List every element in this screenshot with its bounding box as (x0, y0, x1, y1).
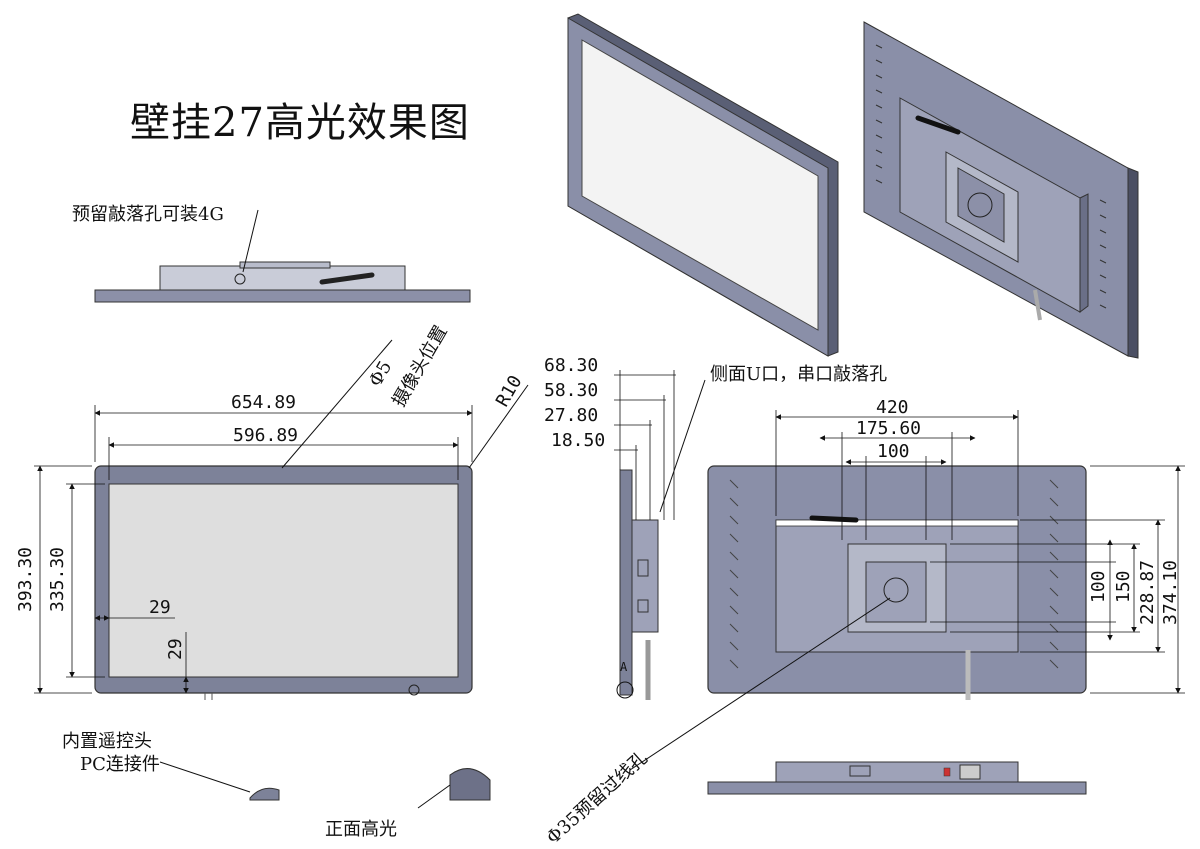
side-detail-marker: A (620, 660, 628, 674)
front-bottom-margin-label: 29 (165, 638, 186, 660)
back-width-175: 175.60 (856, 418, 922, 439)
iso-back-view (863, 21, 1139, 359)
back-height-228: 228.87 (1137, 559, 1158, 625)
pc-connector-note: PC连接件 (80, 754, 160, 775)
front-gloss-note: 正面高光 (325, 819, 397, 840)
pc-connector-part (249, 787, 280, 801)
front-gloss-part (417, 768, 491, 809)
back-height-100: 100 (1088, 570, 1109, 603)
front-inner-height-label: 335.30 (47, 546, 68, 612)
back-width-420: 420 (876, 397, 909, 418)
side-dim-58: 58.30 (544, 380, 599, 401)
top-view (94, 209, 471, 303)
iso-front-view (567, 13, 839, 357)
back-height-374: 374.10 (1160, 559, 1181, 625)
side-ports-note: 侧面U口，串口敲落孔 (710, 364, 888, 385)
front-side-margin-label: 29 (149, 597, 171, 618)
back-view (629, 410, 1185, 771)
front-view (34, 339, 529, 793)
side-dim-68: 68.30 (544, 355, 599, 376)
ir-receiver-note: 内置遥控头 (62, 731, 152, 752)
front-inner-width-label: 596.89 (233, 425, 299, 446)
back-width-100: 100 (877, 441, 910, 462)
drawing-title: 壁挂27高光效果图 (130, 100, 470, 146)
bottom-view (707, 761, 1087, 795)
side-dim-27: 27.80 (544, 405, 599, 426)
back-height-150: 150 (1113, 570, 1134, 603)
knockout-4g-note: 预留敲落孔可装4G (72, 204, 224, 225)
front-outer-height-label: 393.30 (15, 546, 36, 612)
side-dim-18: 18.50 (551, 430, 606, 451)
front-outer-width-label: 654.89 (231, 392, 297, 413)
side-view (614, 370, 706, 700)
